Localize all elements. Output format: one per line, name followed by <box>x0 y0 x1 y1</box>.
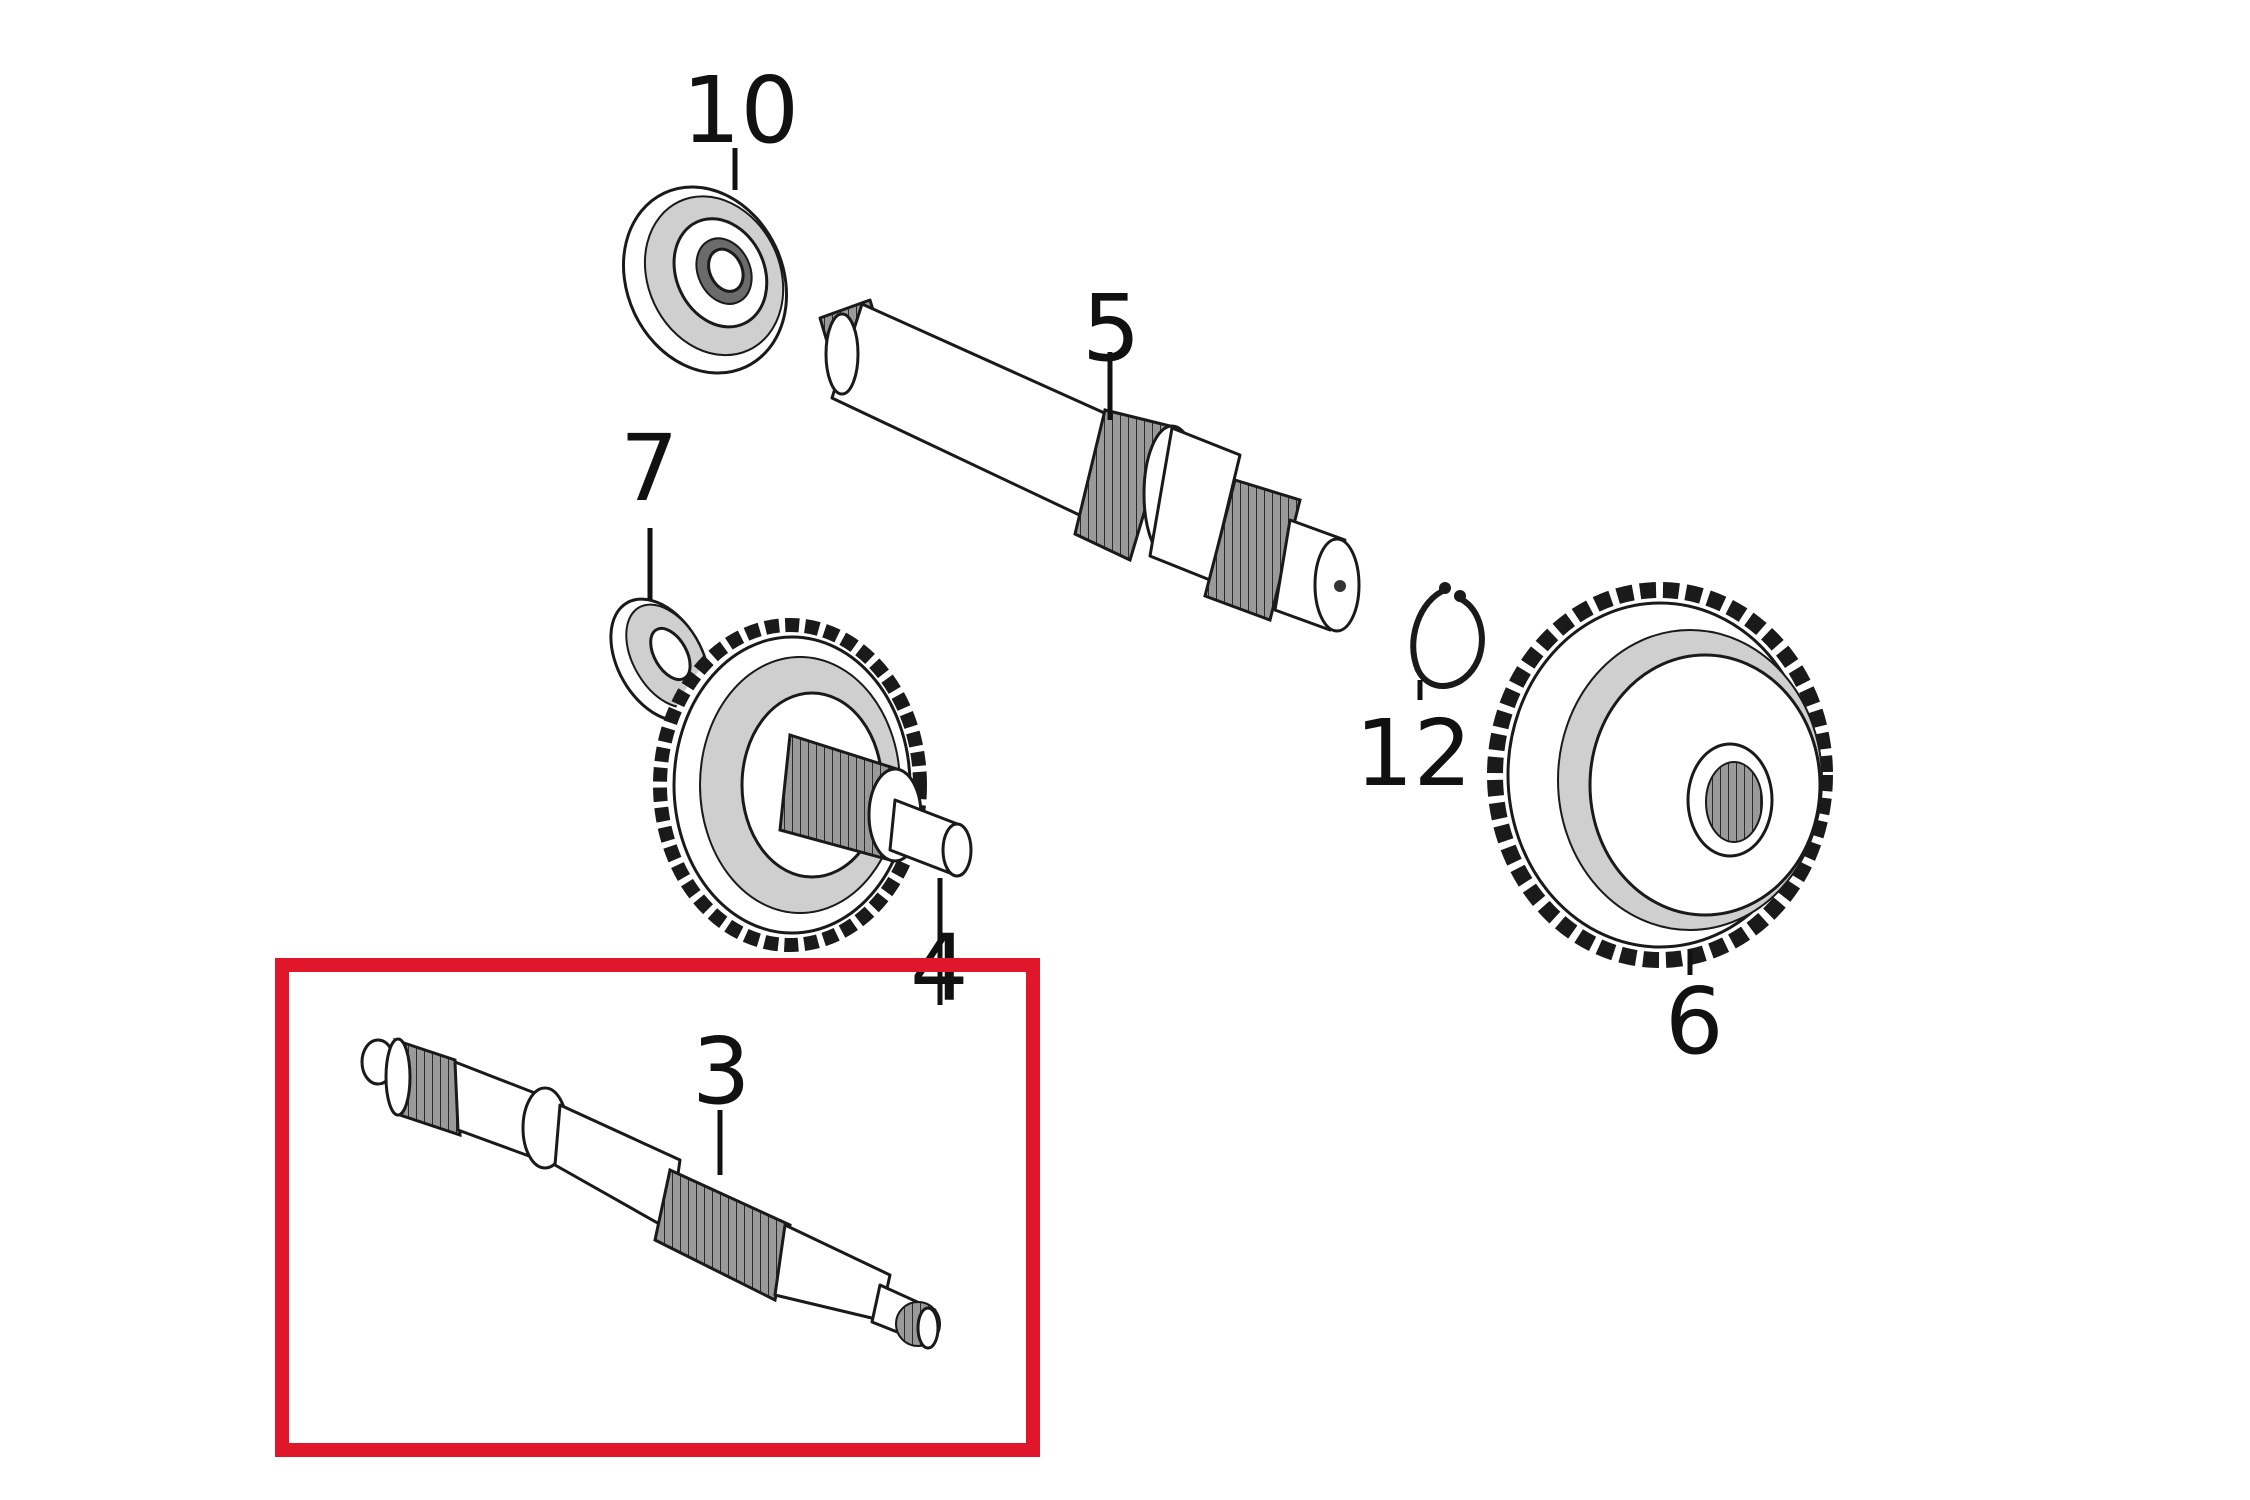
part-label-12: 12 <box>1355 700 1472 807</box>
part-6-final-gear[interactable]: 6 <box>1487 582 1833 1075</box>
highlight-box <box>275 958 1040 1457</box>
part-label-5: 5 <box>1082 275 1141 382</box>
part-10-bearing[interactable]: 10 <box>594 57 817 400</box>
part-label-7: 7 <box>620 415 679 522</box>
part-4-gear-shaft[interactable]: 4 <box>653 618 973 1022</box>
part-label-10: 10 <box>682 57 799 164</box>
part-7-washer[interactable]: 7 <box>591 415 730 738</box>
circlip-icon <box>1410 582 1485 689</box>
drive-shaft-icon <box>360 1037 941 1350</box>
countershaft-icon <box>818 298 1361 633</box>
bearing-icon <box>621 185 789 375</box>
part-label-6: 6 <box>1665 968 1724 1075</box>
part-12-circlip[interactable]: 12 <box>1355 582 1485 807</box>
part-3-drive-shaft[interactable]: 3 <box>275 958 1040 1457</box>
washer-icon <box>609 597 711 723</box>
gear-shaft-icon <box>653 618 973 952</box>
part-label-3: 3 <box>692 1018 751 1125</box>
final-gear-icon <box>1487 582 1833 968</box>
part-5-countershaft[interactable]: 5 <box>818 275 1361 633</box>
